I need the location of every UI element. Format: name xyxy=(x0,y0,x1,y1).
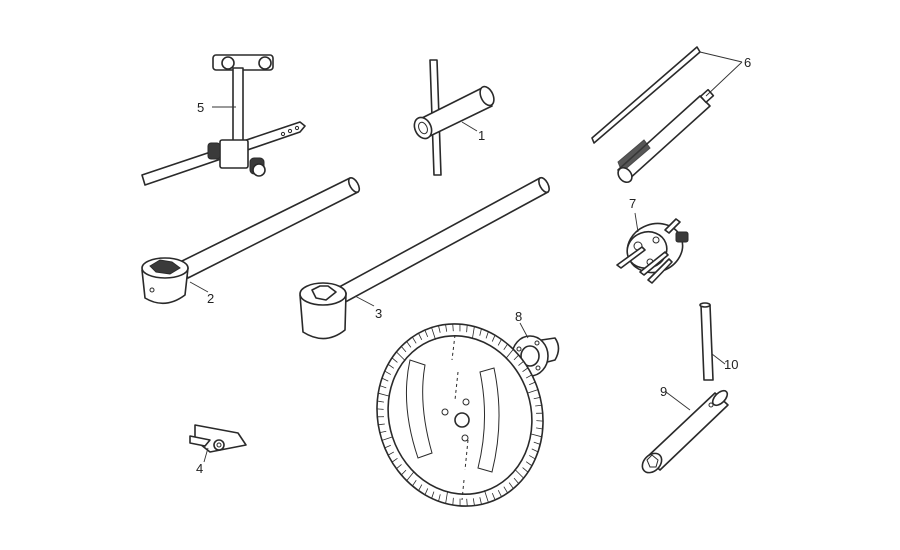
tool-7-puller-plate xyxy=(617,216,690,283)
tool-6-drift-set xyxy=(592,47,713,185)
callout-6: 6 xyxy=(744,55,751,70)
callout-3: 3 xyxy=(375,306,382,321)
tool-1-socket xyxy=(411,60,497,175)
tool-4-locking-plate xyxy=(190,425,246,452)
callout-10: 10 xyxy=(724,357,738,372)
tool-9-box-spanner xyxy=(639,388,730,476)
callout-4: 4 xyxy=(196,461,203,476)
callout-2: 2 xyxy=(207,291,214,306)
callout-5: 5 xyxy=(197,100,204,115)
tool-10-rod xyxy=(700,303,713,380)
callout-1: 1 xyxy=(478,128,485,143)
tool-5-puller xyxy=(142,55,305,185)
callout-9: 9 xyxy=(660,384,667,399)
callout-8: 8 xyxy=(515,309,522,324)
callout-7: 7 xyxy=(629,196,636,211)
